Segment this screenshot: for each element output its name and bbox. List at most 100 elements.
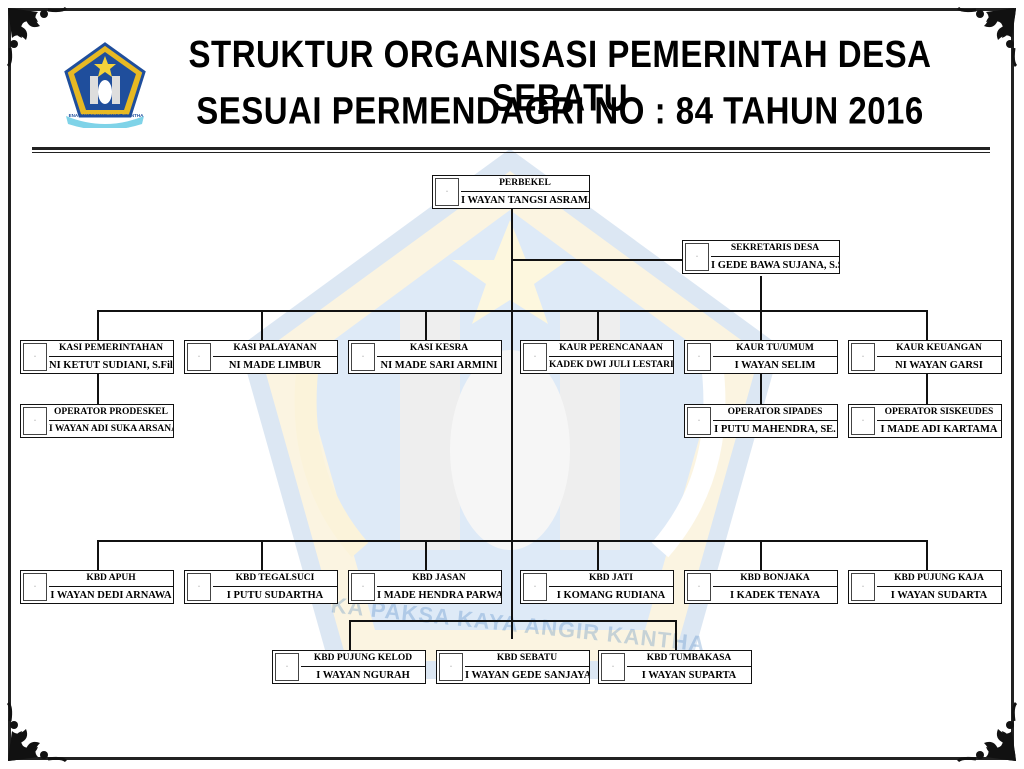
connector-drop bbox=[97, 310, 99, 340]
box-name: I PUTU MAHENDRA, SE. bbox=[714, 424, 836, 435]
org-box-kbd-jati: ▫ KBD JATI I KOMANG RUDIANA bbox=[520, 570, 674, 604]
connector-drop bbox=[926, 540, 928, 570]
photo-placeholder: ▫ bbox=[351, 573, 375, 601]
connector-drop bbox=[926, 310, 928, 340]
org-box-kasi-pelayanan: ▫ KASI PALAYANAN NI MADE LIMBUR bbox=[184, 340, 338, 374]
box-name: I KOMANG RUDIANA bbox=[556, 590, 666, 601]
org-box-kbd-bonjaka: ▫ KBD BONJAKA I KADEK TENAYA bbox=[684, 570, 838, 604]
photo-placeholder: ▫ bbox=[851, 407, 875, 435]
photo-placeholder: ▫ bbox=[601, 653, 625, 681]
connector-drop bbox=[926, 374, 928, 404]
connector-sekretaris bbox=[511, 259, 683, 261]
org-box-operator-prodeskel: ▫ OPERATOR PRODESKEL I WAYAN ADI SUKA AR… bbox=[20, 404, 174, 438]
photo-placeholder: ▫ bbox=[23, 407, 47, 435]
connector-drop bbox=[97, 540, 99, 570]
box-name: I WAYAN TANGSI ASRAMA bbox=[461, 195, 589, 206]
org-box-kbd-apuh: ▫ KBD APUH I WAYAN DEDI ARNAWA bbox=[20, 570, 174, 604]
photo-placeholder: ▫ bbox=[439, 653, 463, 681]
org-box-kbd-pujung-kaja: ▫ KBD PUJUNG KAJA I WAYAN SUDARTA bbox=[848, 570, 1002, 604]
box-position: OPERATOR PRODESKEL bbox=[49, 405, 173, 421]
photo-placeholder: ▫ bbox=[187, 573, 211, 601]
photo-placeholder: ▫ bbox=[687, 407, 711, 435]
page-subtitle: SESUAI PERMENDAGRI NO : 84 TAHUN 2016 bbox=[196, 89, 924, 132]
photo-placeholder: ▫ bbox=[351, 343, 375, 371]
photo-placeholder: ▫ bbox=[523, 343, 547, 371]
connector-drop bbox=[760, 540, 762, 570]
connector-kbd-bar bbox=[97, 540, 927, 542]
box-position: KBD TUMBAKASA bbox=[627, 651, 751, 667]
org-box-perbekel: ▫ PERBEKEL I WAYAN TANGSI ASRAMA bbox=[432, 175, 590, 209]
box-name: I MADE HENDRA PARWATA bbox=[377, 590, 501, 601]
box-name: I KADEK TENAYA bbox=[729, 590, 821, 601]
box-position: KASI PEMERINTAHAN bbox=[49, 341, 173, 357]
ornament-corner-bottom-right bbox=[956, 701, 1018, 763]
box-position: KASI KESRA bbox=[377, 341, 501, 357]
logo-motto: ENA PAKSA KAYA ANGIR KANTHA bbox=[68, 113, 144, 118]
header-divider-thin bbox=[32, 152, 990, 153]
box-position: PERBEKEL bbox=[461, 176, 589, 192]
connector-drop bbox=[97, 374, 99, 404]
connector-drop bbox=[760, 374, 762, 404]
org-box-kaur-keuangan: ▫ KAUR KEUANGAN NI WAYAN GARSI bbox=[848, 340, 1002, 374]
gianyar-logo-icon bbox=[64, 42, 146, 128]
ornament-corner-top-right bbox=[956, 6, 1018, 68]
photo-placeholder: ▫ bbox=[523, 573, 547, 601]
photo-placeholder: ▫ bbox=[23, 343, 47, 371]
org-box-kbd-tegalsuci: ▫ KBD TEGALSUCI I PUTU SUDARTHA bbox=[184, 570, 338, 604]
connector-staff-bar bbox=[97, 310, 927, 312]
connector-sekretaris-down bbox=[760, 276, 762, 310]
org-box-kbd-jasan: ▫ KBD JASAN I MADE HENDRA PARWATA bbox=[348, 570, 502, 604]
org-box-kaur-tu: ▫ KAUR TU/UMUM I WAYAN SELIM bbox=[684, 340, 838, 374]
connector-drop bbox=[597, 540, 599, 570]
connector-drop bbox=[675, 620, 677, 650]
photo-placeholder: ▫ bbox=[687, 573, 711, 601]
connector-drop bbox=[760, 310, 762, 340]
box-position: KBD SEBATU bbox=[465, 651, 589, 667]
org-box-kasi-kesra: ▫ KASI KESRA NI MADE SARI ARMINI bbox=[348, 340, 502, 374]
org-box-kbd-pujung-kelod: ▫ KBD PUJUNG KELOD I WAYAN NGURAH bbox=[272, 650, 426, 684]
box-position: KASI PALAYANAN bbox=[213, 341, 337, 357]
box-name: I WAYAN NGURAH bbox=[316, 670, 410, 681]
box-position: KBD PUJUNG KELOD bbox=[301, 651, 425, 667]
box-position: KAUR KEUANGAN bbox=[877, 341, 1001, 357]
box-position: KBD APUH bbox=[49, 571, 173, 587]
connector-kbd-bar-2 bbox=[349, 620, 675, 622]
photo-placeholder: ▫ bbox=[687, 343, 711, 371]
box-name: I WAYAN SUDARTA bbox=[890, 590, 988, 601]
ornament-corner-top-left bbox=[6, 6, 68, 68]
org-box-kbd-tumbakasa: ▫ KBD TUMBAKASA I WAYAN SUPARTA bbox=[598, 650, 752, 684]
box-name: I WAYAN SELIM bbox=[734, 360, 816, 371]
box-name: I GEDE BAWA SUJANA, S.Sos. bbox=[711, 260, 839, 271]
box-position: KAUR PERENCANAAN bbox=[549, 341, 673, 357]
ornament-corner-bottom-left bbox=[6, 701, 68, 763]
org-box-sekretaris: ▫ SEKRETARIS DESA I GEDE BAWA SUJANA, S.… bbox=[682, 240, 840, 274]
box-position: KBD BONJAKA bbox=[713, 571, 837, 587]
page-frame bbox=[8, 8, 1014, 760]
connector-drop bbox=[425, 310, 427, 340]
box-name: NI MADE LIMBUR bbox=[228, 360, 322, 371]
box-name: KADEK DWI JULI LESTARI, S.Pd. bbox=[549, 360, 673, 370]
box-name: I WAYAN DEDI ARNAWA bbox=[50, 590, 172, 601]
header-divider bbox=[32, 147, 990, 150]
connector-drop bbox=[261, 540, 263, 570]
photo-placeholder: ▫ bbox=[685, 243, 709, 271]
box-name: I WAYAN SUPARTA bbox=[641, 670, 737, 681]
connector-drop bbox=[425, 540, 427, 570]
box-name: NI MADE SARI ARMINI bbox=[380, 360, 498, 371]
box-position: KAUR TU/UMUM bbox=[713, 341, 837, 357]
photo-placeholder: ▫ bbox=[275, 653, 299, 681]
box-position: SEKRETARIS DESA bbox=[711, 241, 839, 257]
box-name: NI WAYAN GARSI bbox=[895, 360, 983, 371]
photo-placeholder: ▫ bbox=[23, 573, 47, 601]
org-box-kaur-perencanaan: ▫ KAUR PERENCANAAN KADEK DWI JULI LESTAR… bbox=[520, 340, 674, 374]
photo-placeholder: ▫ bbox=[187, 343, 211, 371]
photo-placeholder: ▫ bbox=[851, 573, 875, 601]
box-name: I PUTU SUDARTHA bbox=[226, 590, 324, 601]
org-box-operator-siskeudes: ▫ OPERATOR SISKEUDES I MADE ADI KARTAMA bbox=[848, 404, 1002, 438]
org-box-operator-sipades: ▫ OPERATOR SIPADES I PUTU MAHENDRA, SE. bbox=[684, 404, 838, 438]
org-box-kbd-sebatu: ▫ KBD SEBATU I WAYAN GEDE SANJAYA bbox=[436, 650, 590, 684]
box-position: KBD PUJUNG KAJA bbox=[877, 571, 1001, 587]
box-name: I WAYAN ADI SUKA ARSANA, SE. bbox=[49, 424, 173, 434]
connector-drop bbox=[261, 310, 263, 340]
box-position: OPERATOR SIPADES bbox=[713, 405, 837, 421]
